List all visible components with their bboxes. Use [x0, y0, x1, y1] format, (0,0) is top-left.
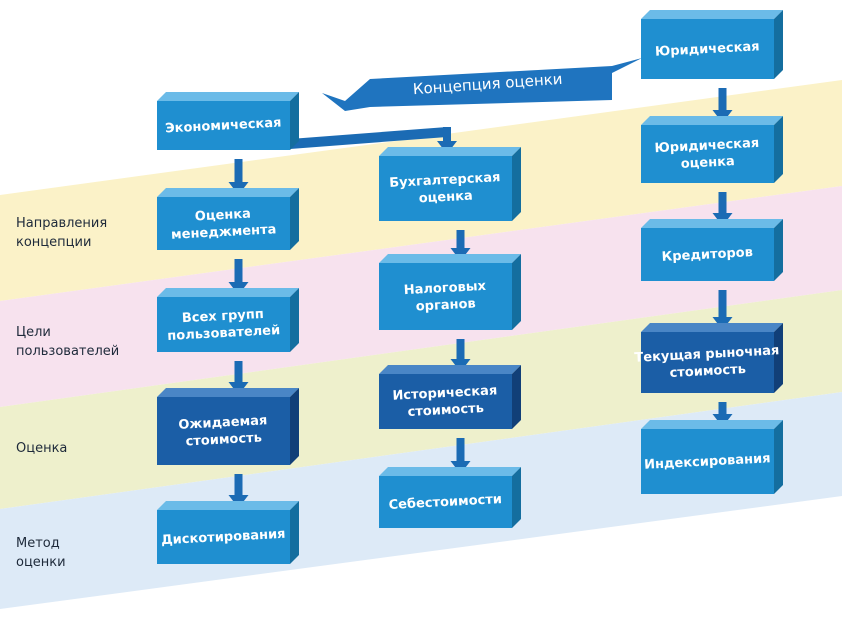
box-col2-1-label: Бухгалтерская [389, 170, 501, 191]
box-col3-4-label: стоимость [669, 362, 746, 381]
box-col3-1: Юридическая [641, 10, 783, 79]
box-col1-1-label: Экономическая [165, 115, 282, 136]
band-4-label: оценки [16, 555, 66, 570]
box-col3-1-label: Юридическая [655, 39, 760, 59]
box-col1-4-label: Ожидаемая [178, 413, 268, 433]
concept-banner-shape [322, 58, 642, 111]
box-col2-2-label: Налоговых [403, 279, 486, 298]
band-1-label: Направления [16, 216, 107, 231]
box-col1-3-label: пользователей [167, 323, 281, 344]
band-2-label: пользователей [16, 344, 119, 359]
box-col1-5-label: Дискотирования [161, 527, 286, 548]
box-col1-2-label: Оценка [194, 207, 251, 225]
box-col2-4-label: Себестоимости [388, 492, 502, 513]
band-2-label: Цели [16, 325, 51, 340]
box-col2-1-label: оценка [418, 189, 473, 207]
box-col3-2-label: оценка [680, 154, 735, 172]
band-4-label: Метод [16, 536, 60, 551]
band-3-label: Оценка [16, 441, 67, 456]
box-col3-5: Индексирования [641, 420, 783, 494]
box-col1-5: Дискотирования [157, 501, 299, 564]
box-col1-4-label: стоимость [185, 431, 262, 450]
box-col1-2-label: менеджмента [171, 222, 277, 242]
box-col3-5-label: Индексирования [644, 451, 771, 473]
band-1-label: концепции [16, 235, 91, 250]
box-col3-3-label: Кредиторов [661, 245, 753, 265]
box-col1-1: Экономическая [157, 92, 299, 150]
box-col3-3: Кредиторов [641, 219, 783, 281]
box-col3-2-label: Юридическая [654, 136, 759, 156]
box-col2-2-label: органов [415, 296, 476, 314]
box-col2-4: Себестоимости [379, 467, 521, 528]
box-col1-3-label: Всех групп [182, 307, 265, 326]
banner-layer: Концепция оценки [322, 58, 642, 111]
box-col2-3-label: стоимость [407, 401, 484, 420]
box-col2-3-label: Историческая [392, 383, 498, 403]
